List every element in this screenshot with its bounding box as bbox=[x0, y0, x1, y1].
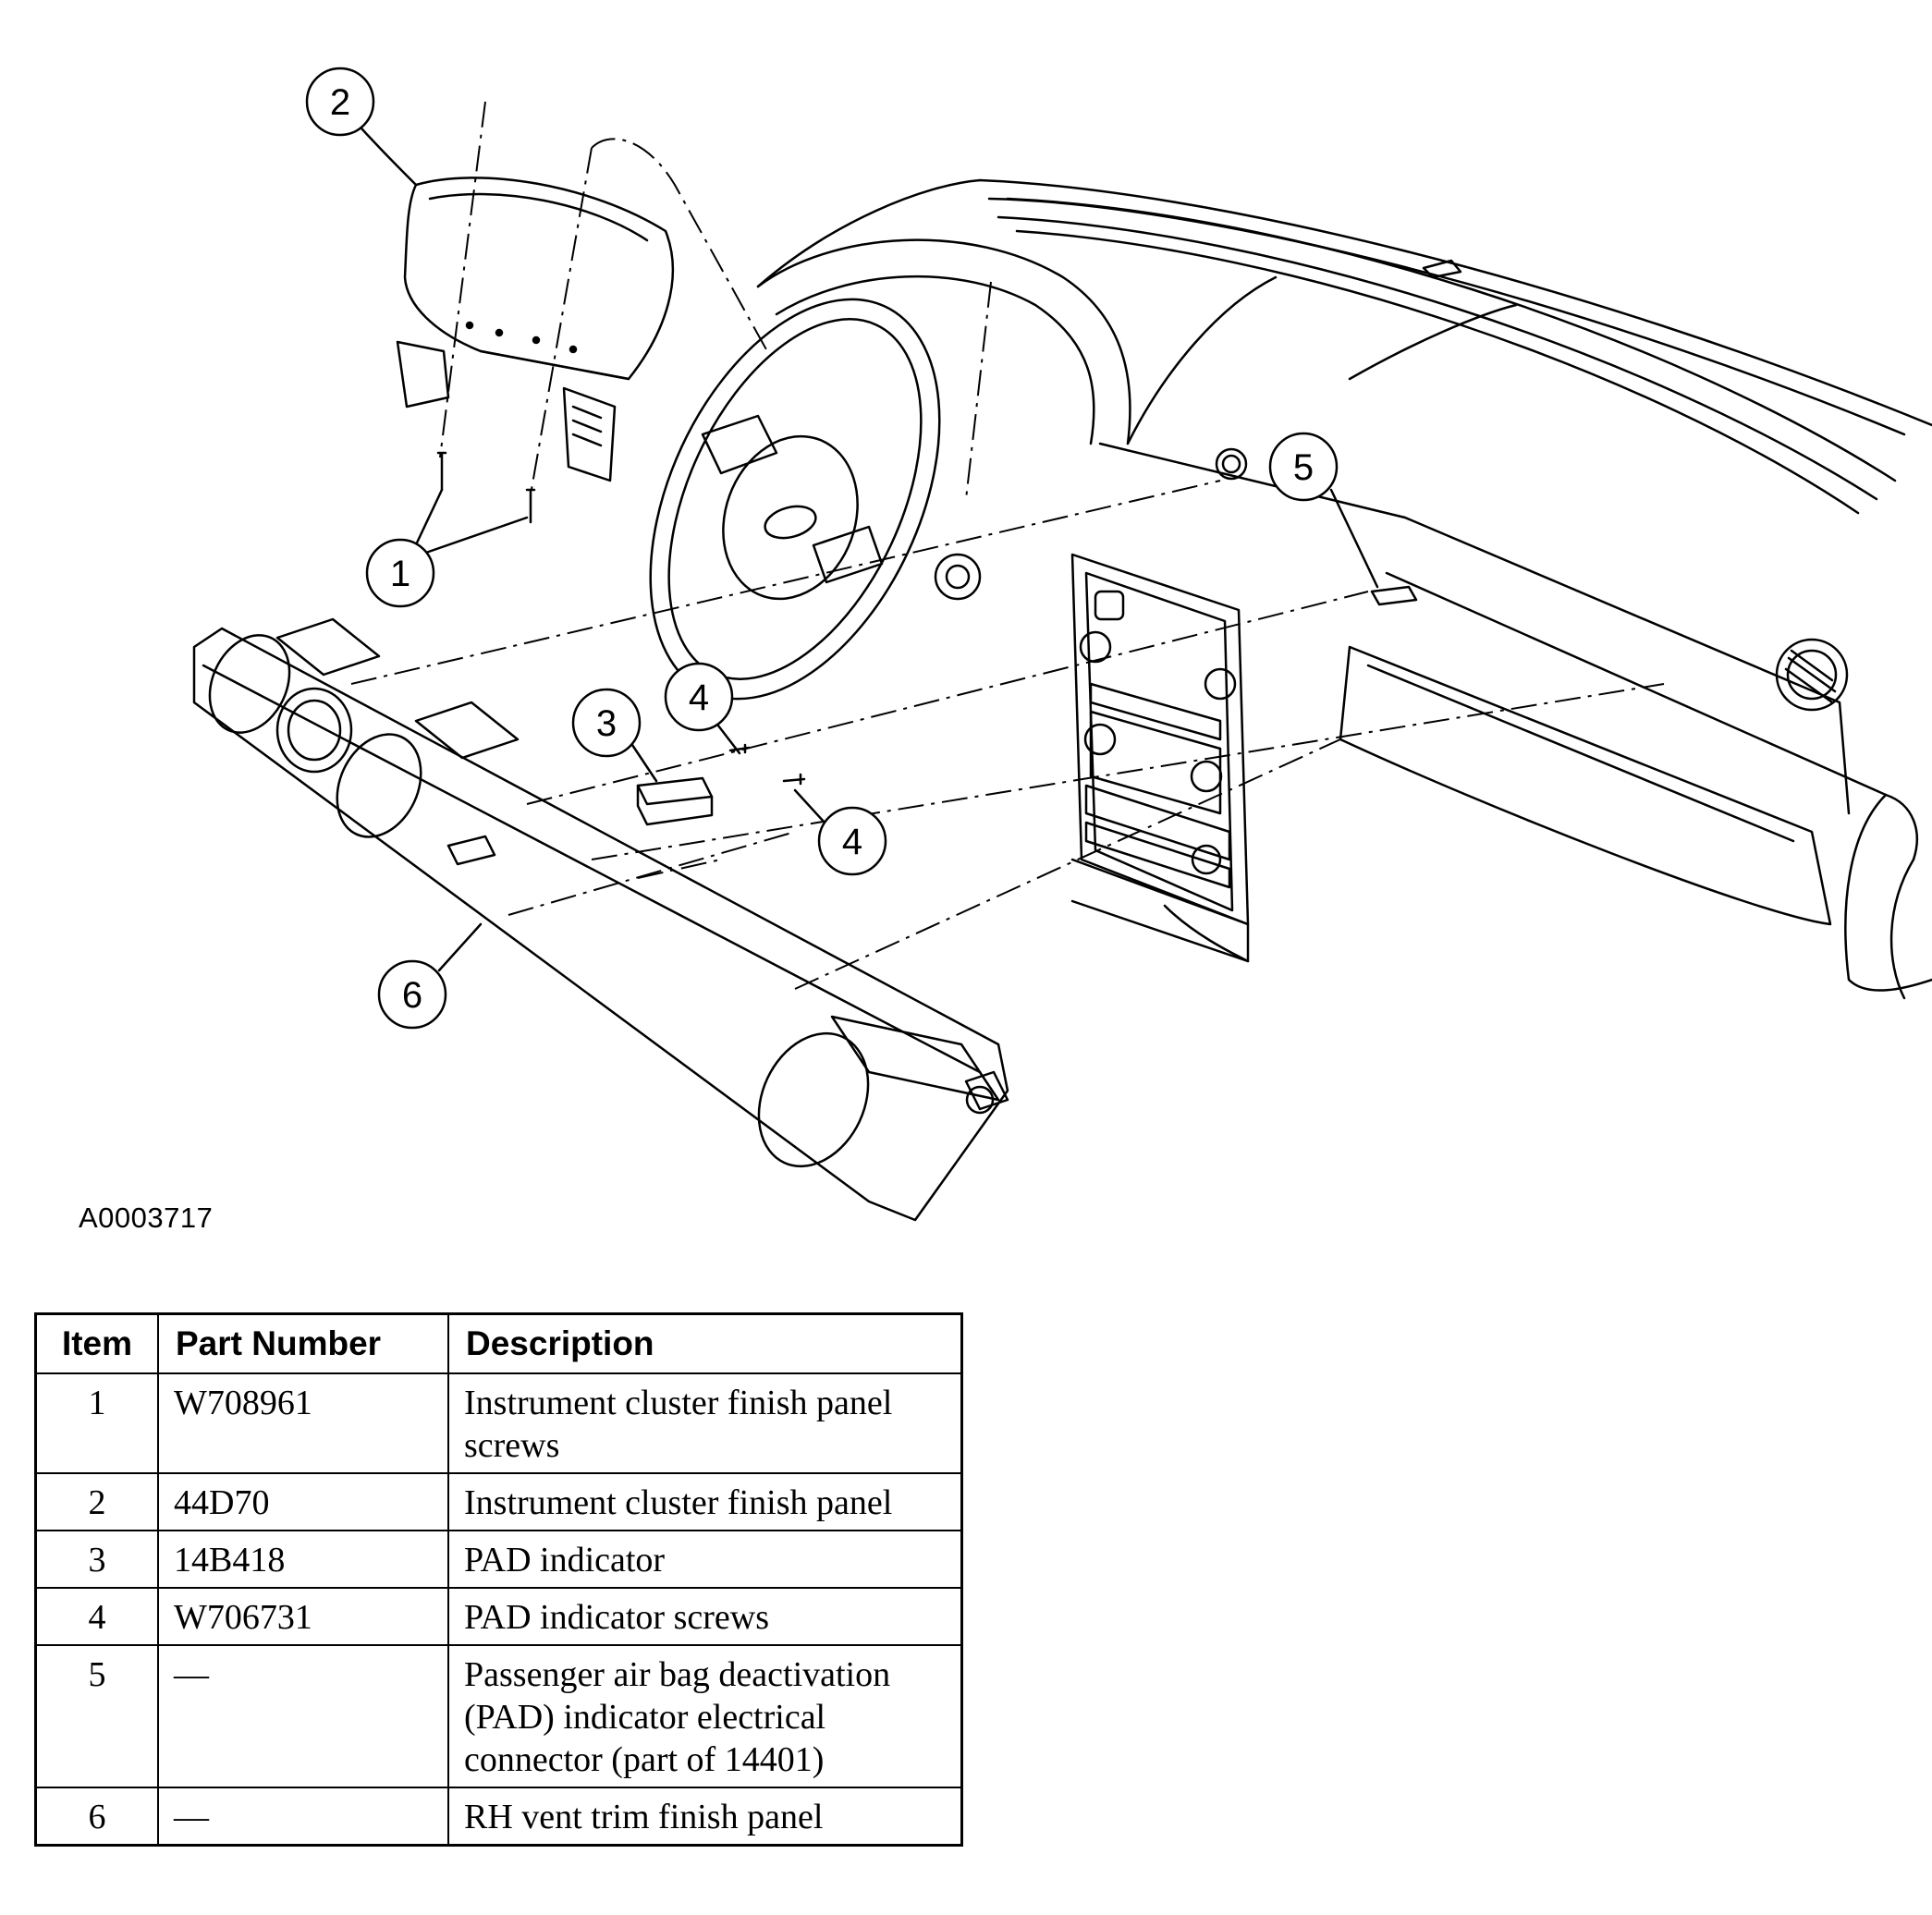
header-part-number: Part Number bbox=[157, 1312, 449, 1374]
callout-2: 2 bbox=[305, 67, 375, 137]
svg-text:1: 1 bbox=[390, 554, 410, 594]
cell-description: PAD indicator bbox=[447, 1530, 963, 1589]
callout-4-upper: 4 bbox=[664, 662, 734, 732]
exploded-view-diagram: 2 1 3 4 4 5 6 bbox=[192, 67, 1932, 1222]
svg-text:5: 5 bbox=[1293, 447, 1314, 488]
table-header-row: Item Part Number Description bbox=[34, 1312, 963, 1374]
cell-description: Instrument cluster finish panel bbox=[447, 1472, 963, 1531]
table-row: 4 W706731 PAD indicator screws bbox=[34, 1587, 963, 1646]
callout-4-lower: 4 bbox=[817, 806, 887, 876]
cell-description: Passenger air bag deactivation (PAD) ind… bbox=[447, 1644, 963, 1788]
cell-item: 5 bbox=[34, 1644, 159, 1788]
svg-text:4: 4 bbox=[842, 822, 862, 862]
screws-1-drawing bbox=[436, 451, 536, 524]
svg-text:2: 2 bbox=[330, 82, 350, 123]
table-row: 2 44D70 Instrument cluster finish panel bbox=[34, 1472, 963, 1531]
parts-table: Item Part Number Description 1 W708961 I… bbox=[34, 1312, 963, 1847]
cell-part-number: W708961 bbox=[157, 1372, 449, 1474]
callouts: 2 1 3 4 4 5 6 bbox=[305, 67, 1339, 1030]
cell-part-number: 14B418 bbox=[157, 1530, 449, 1589]
callout-5: 5 bbox=[1268, 432, 1339, 502]
svg-text:4: 4 bbox=[689, 677, 709, 718]
pad-indicator-drawing bbox=[636, 776, 714, 826]
cell-part-number: — bbox=[157, 1787, 449, 1847]
cell-item: 1 bbox=[34, 1372, 159, 1474]
vent-trim-panel-drawing bbox=[192, 617, 1009, 1222]
callout-1: 1 bbox=[365, 538, 435, 608]
cell-item: 4 bbox=[34, 1587, 159, 1646]
cell-description: PAD indicator screws bbox=[447, 1587, 963, 1646]
callout-6: 6 bbox=[377, 959, 447, 1030]
cell-item: 6 bbox=[34, 1787, 159, 1847]
svg-text:3: 3 bbox=[596, 703, 617, 744]
cell-item: 3 bbox=[34, 1530, 159, 1589]
instrument-panel-drawing bbox=[756, 178, 1932, 1000]
cell-item: 2 bbox=[34, 1472, 159, 1531]
cell-description: RH vent trim finish panel bbox=[447, 1787, 963, 1847]
steering-wheel-drawing bbox=[649, 298, 982, 701]
cell-part-number: — bbox=[157, 1644, 449, 1788]
header-description: Description bbox=[447, 1312, 963, 1374]
header-item: Item bbox=[34, 1312, 159, 1374]
callout-3: 3 bbox=[571, 688, 642, 758]
cell-part-number: 44D70 bbox=[157, 1472, 449, 1531]
figure-id: A0003717 bbox=[79, 1201, 214, 1234]
cluster-finish-panel-drawing bbox=[396, 177, 675, 482]
table-row: 5 — Passenger air bag deactivation (PAD)… bbox=[34, 1644, 963, 1788]
svg-text:6: 6 bbox=[402, 975, 422, 1016]
cell-part-number: W706731 bbox=[157, 1587, 449, 1646]
cell-description: Instrument cluster finish panel screws bbox=[447, 1372, 963, 1474]
screws-4-drawing bbox=[728, 743, 806, 786]
table-row: 1 W708961 Instrument cluster finish pane… bbox=[34, 1372, 963, 1474]
table-row: 6 — RH vent trim finish panel bbox=[34, 1787, 963, 1847]
table-row: 3 14B418 PAD indicator bbox=[34, 1530, 963, 1589]
